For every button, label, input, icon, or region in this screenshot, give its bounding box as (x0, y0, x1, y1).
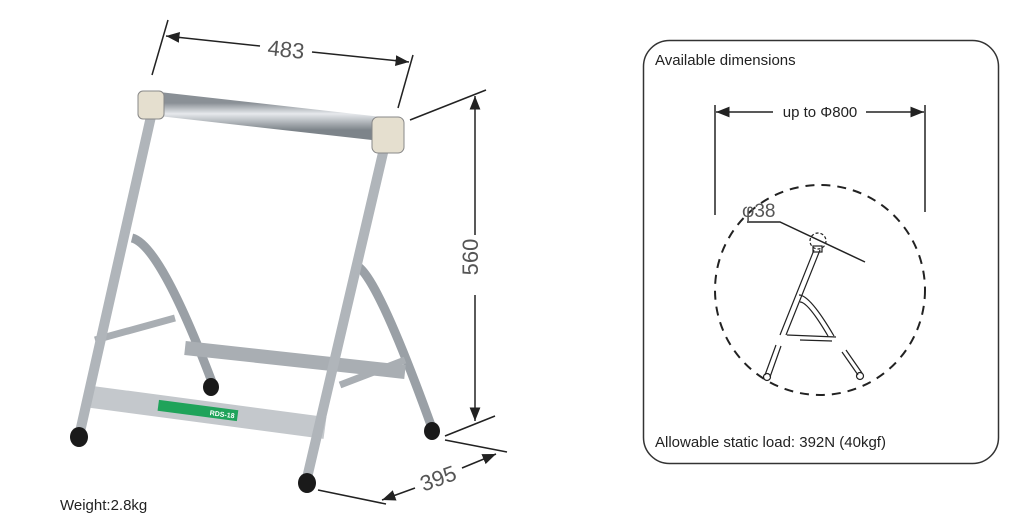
pipe-leader-line (747, 221, 866, 263)
middle-bar (184, 341, 406, 379)
max-diameter-label: up to Φ800 (783, 104, 858, 121)
width-label: 483 (266, 35, 305, 64)
pipe-diameter-label: φ38 (742, 201, 775, 222)
foot (70, 427, 88, 447)
back-left-leg (130, 233, 217, 384)
weight-text: Weight:2.8kg (60, 497, 147, 514)
product-label: RDS-18 (157, 399, 239, 422)
max-reel-circle (714, 184, 926, 396)
reel-stand-illustration: RDS-18 (70, 90, 440, 493)
dimensions-panel: Available dimensions up to Φ800 φ38 Allo… (642, 39, 1000, 465)
foot (203, 378, 219, 396)
height-label: 560 (458, 239, 483, 276)
foot (298, 473, 316, 493)
panel-title: Available dimensions (655, 52, 796, 69)
roller (148, 91, 392, 142)
depth-dimension: 395 (317, 439, 508, 505)
height-dimension: 560 (409, 89, 496, 437)
roller-bracket (371, 116, 405, 154)
width-dimension: 483 (151, 19, 414, 109)
product-label-logo (157, 399, 239, 422)
load-text: Allowable static load: 392N (40kgf) (655, 434, 886, 451)
front-right-leg (302, 138, 391, 480)
mini-stand (762, 245, 865, 382)
back-right-leg (353, 260, 437, 430)
foot (424, 422, 440, 440)
product-label-text: RDS-18 (209, 410, 235, 420)
front-left-leg (75, 110, 157, 434)
depth-label: 395 (417, 460, 460, 496)
roller-bracket (137, 90, 165, 120)
